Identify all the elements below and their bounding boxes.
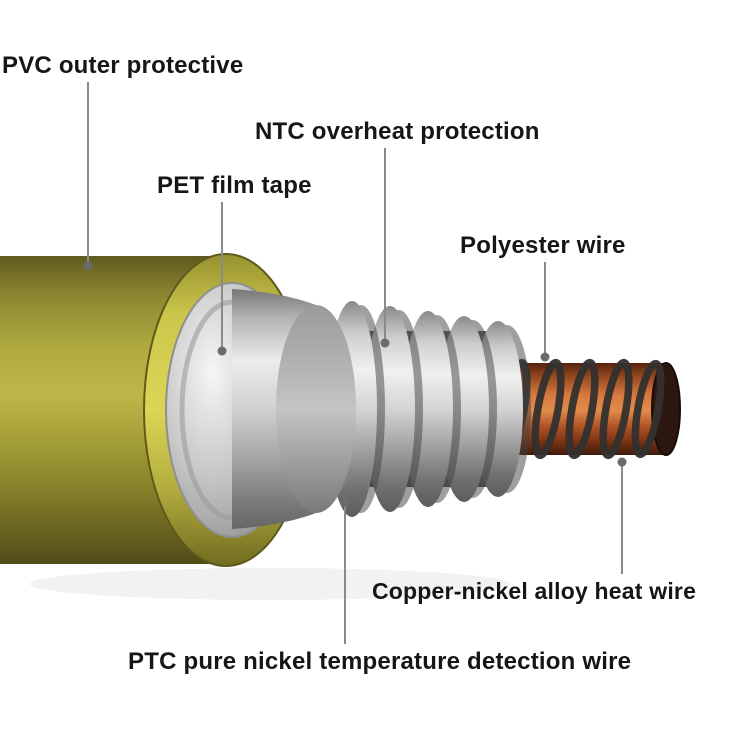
label-copper-nickel-heat-wire: Copper-nickel alloy heat wire — [372, 578, 697, 604]
leader-lines — [83, 82, 627, 644]
leader-ntc — [380, 148, 390, 348]
pet-film-layer — [165, 282, 356, 538]
leader-pvc — [83, 82, 93, 271]
label-ntc-overheat: NTC overheat protection — [255, 118, 540, 145]
label-pet-film-tape: PET film tape — [157, 172, 312, 199]
label-pvc-outer: PVC outer protective — [2, 52, 244, 79]
pet-film-tube-end — [276, 305, 356, 513]
leader-ptc — [340, 497, 350, 644]
leader-pet — [217, 202, 227, 356]
ground-shadow — [30, 568, 510, 600]
label-ptc-detection-wire: PTC pure nickel temperature detection wi… — [128, 648, 632, 675]
label-polyester-wire: Polyester wire — [460, 232, 626, 259]
leader-copper-nickel — [617, 457, 627, 574]
corrugation-coils — [327, 301, 531, 517]
leader-polyester — [540, 262, 550, 362]
corrugated-metal-layer — [327, 301, 531, 517]
